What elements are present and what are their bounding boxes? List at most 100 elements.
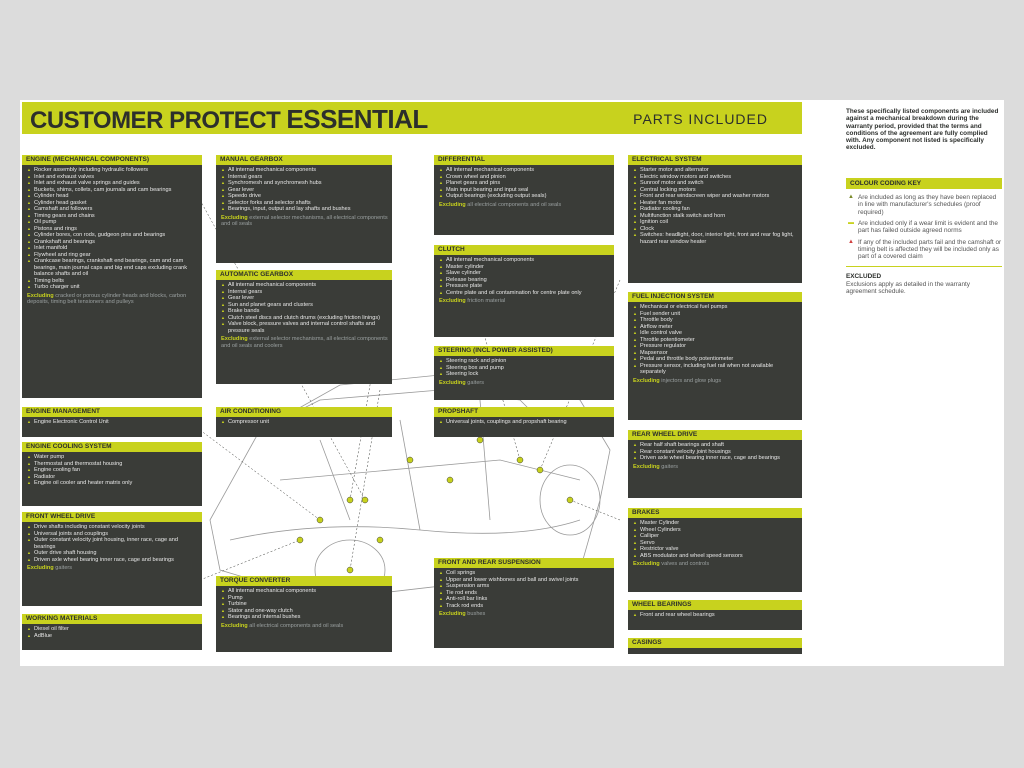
box-heading: WORKING MATERIALS [22,614,202,624]
excluding-note: Excluding gaiters [22,565,202,572]
component-list: All internal mechanical componentsIntern… [216,282,392,334]
warning-icon: ▲ [848,238,854,245]
component-list: Mechanical or electrical fuel pumpsFuel … [628,304,802,376]
component-box-mgear: MANUAL GEARBOXAll internal mechanical co… [216,155,392,263]
component-box-aircon: AIR CONDITIONINGCompressor unit [216,407,392,437]
list-item: Cylinder bores, con rods, gudgeon pins a… [27,232,199,239]
list-item: Timing belts [27,278,199,285]
component-box-wheelb: WHEEL BEARINGSFront and rear wheel beari… [628,600,802,630]
wear-icon: ▬ [848,219,854,226]
list-item: Centre plate and oil contamination for c… [439,290,611,297]
list-item: AdBlue [27,633,199,640]
box-heading: BRAKES [628,508,802,518]
list-item: Thermostat and thermostat housing [27,461,199,468]
excluding-note: Excluding bushes [434,611,614,618]
wrench-icon: ▲ [848,194,854,201]
list-item: Tie rod ends [439,590,611,597]
list-item: Driven axle wheel bearing inner race, ca… [27,557,199,564]
excluded-heading: EXCLUDED [846,273,882,281]
box-heading: FUEL INJECTION SYSTEM [628,292,802,302]
list-item: All internal mechanical components [221,282,389,289]
list-item: Compressor unit [221,419,389,426]
list-item: Cylinder head gasket [27,200,199,207]
component-list: Compressor unit [216,419,392,426]
list-item: Calliper [633,533,799,540]
list-item: Driven axle wheel bearing inner race, ca… [633,455,799,462]
component-box-clutch: CLUTCH All internal mechanical components… [434,245,614,337]
excluding-text: bushes [467,611,486,617]
list-item: Oil pump [27,219,199,226]
component-box-torque: TORQUE CONVERTERAll internal mechanical … [216,576,392,652]
colour-key-heading: COLOUR CODING KEY [846,177,1002,190]
list-item: Crankcase bearings, crankshaft end beari… [27,258,199,278]
component-list: Coil springsUpper and lower wishbones an… [434,570,614,609]
component-box-cool: ENGINE COOLING SYSTEMWater pumpThermosta… [22,442,202,506]
component-box-agear: AUTOMATIC GEARBOX All internal mechanical… [216,270,392,384]
box-heading: AUTOMATIC GEARBOX [216,270,392,280]
excluding-text: gaiters [467,379,485,386]
excluding-text: all electrical components and oil seals [249,622,344,629]
excluding-text: external selector mechanisms, all electr… [221,214,388,228]
list-item: Output bearings (excluding output seals) [439,193,611,200]
excluding-text: external selector mechanisms, all electr… [221,336,388,349]
excluded-text: Exclusions apply as detailed in the warr… [846,280,970,296]
list-item: Electric window motors and switches [633,174,799,181]
list-item: Steering rack and pinion [439,358,611,365]
excluding-label: Excluding [27,565,54,571]
list-item: Upper and lower wishbones and ball and s… [439,577,611,584]
excluding-text: valves and controls [661,561,710,567]
excluding-note: Excluding cracked or porous cylinder hea… [22,293,202,306]
box-heading: MANUAL GEARBOX [216,155,392,165]
excluding-note: Excluding valves and controls [628,561,802,568]
component-list: Engine Electronic Control Unit [22,419,202,426]
list-item: Universal joints and couplings [27,531,199,538]
list-item: Internal gears [221,289,389,296]
list-item: Anti-roll bar links [439,596,611,603]
component-box-workmat: WORKING MATERIALS Diesel oil filterAdBlue [22,614,202,650]
component-list: Universal joints, couplings and propshaf… [434,419,614,426]
list-item: Pedal and throttle body potentiometer [633,356,799,363]
list-item: Sunroof motor and switch [633,180,799,187]
list-item: Slave cylinder [439,270,611,277]
list-item: Clutch steel discs and clutch drums (exc… [221,315,389,322]
list-item: Clock [633,226,799,233]
list-item: Gear lever [221,187,389,194]
excluding-label: Excluding [27,292,54,299]
component-list: All internal mechanical componentsCrown … [434,167,614,200]
excluding-label: Excluding [439,379,466,386]
list-item: Restrictor valve [633,546,799,553]
box-heading: PROPSHAFT [434,407,614,417]
component-box-emgmt: ENGINE MANAGEMENTEngine Electronic Contr… [22,407,202,437]
excluding-text: cracked or porous cylinder heads and blo… [27,292,187,306]
component-list: Diesel oil filterAdBlue [22,626,202,639]
list-item: Diesel oil filter [27,626,199,633]
key-item: ▲Are included as long as they have been … [848,194,997,216]
excluding-label: Excluding [633,561,660,567]
component-list: Rocker assembly including hydraulic foll… [22,167,202,291]
component-box-brakes: BRAKESMaster CylinderWheel CylindersCall… [628,508,802,592]
list-item: Pistons and rings [27,226,199,233]
list-item: Timing gears and chains [27,213,199,220]
list-item: Synchromesh and synchromesh hubs [221,180,389,187]
key-item: ▲If any of the included parts fail and t… [848,238,1002,261]
page-title: CUSTOMER PROTECT ESSENTIAL [30,104,428,134]
box-heading: FRONT AND REAR SUSPENSION [434,558,614,568]
list-item: Bearings, input, output and lay shafts a… [221,206,389,213]
list-item: Engine cooling fan [27,467,199,474]
component-list: Drive shafts including constant velocity… [22,524,202,563]
excluding-label: Excluding [633,463,660,470]
list-item: Camshaft and followers [27,206,199,213]
list-item: Radiator [27,474,199,481]
box-heading: CLUTCH [434,245,614,255]
list-item: All internal mechanical components [439,257,611,264]
box-heading: REAR WHEEL DRIVE [628,430,802,440]
component-list: Front and rear wheel bearings [628,612,802,619]
component-box-fwd: FRONT WHEEL DRIVEDrive shafts including … [22,512,202,606]
component-list: Steering rack and pinionSteering box and… [434,358,614,378]
list-item: Throttle body [633,317,799,324]
list-item: Airflow meter [633,324,799,331]
list-item: ABS modulator and wheel speed sensors [633,553,799,560]
component-list: Water pumpThermostat and thermostat hous… [22,454,202,487]
component-list: Starter motor and alternatorElectric win… [628,167,802,245]
excluding-text: gaiters [661,463,679,470]
